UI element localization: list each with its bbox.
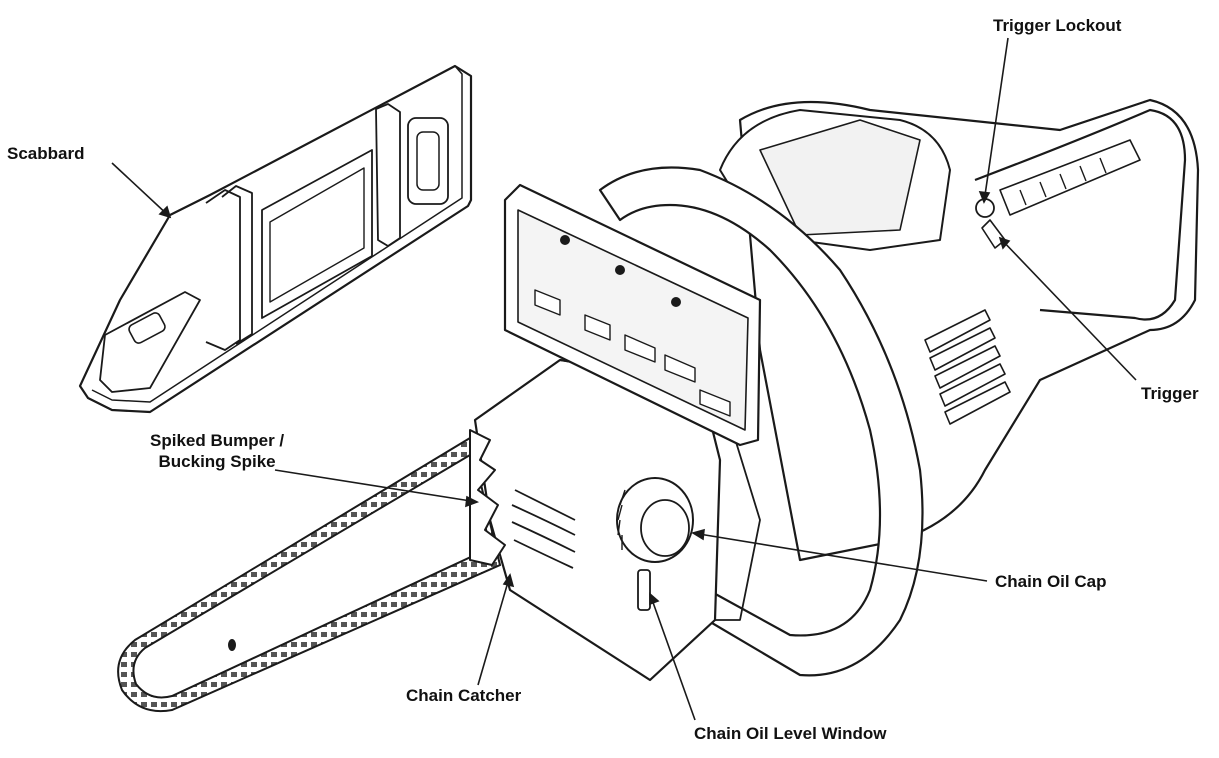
trigger-lockout-label: Trigger Lockout <box>993 16 1122 35</box>
guide-bar-and-chain <box>117 436 502 712</box>
spiked-bumper-label: Spiked Bumper / Bucking Spike <box>150 430 284 472</box>
chain-oil-cap-label: Chain Oil Cap <box>995 572 1107 591</box>
chain-oil-level-window-label: Chain Oil Level Window <box>694 724 887 743</box>
trigger-label: Trigger <box>1141 384 1199 403</box>
chain-catcher-label: Chain Catcher <box>406 686 522 705</box>
scabbard-shape <box>78 64 473 414</box>
spiked-bumper-label-line2: Bucking Spike <box>158 452 276 471</box>
scabbard-label: Scabbard <box>7 144 85 163</box>
leader-lines <box>111 37 1137 721</box>
chainsaw-body <box>469 98 1200 682</box>
spiked-bumper-label-line1: Spiked Bumper / <box>150 431 285 450</box>
